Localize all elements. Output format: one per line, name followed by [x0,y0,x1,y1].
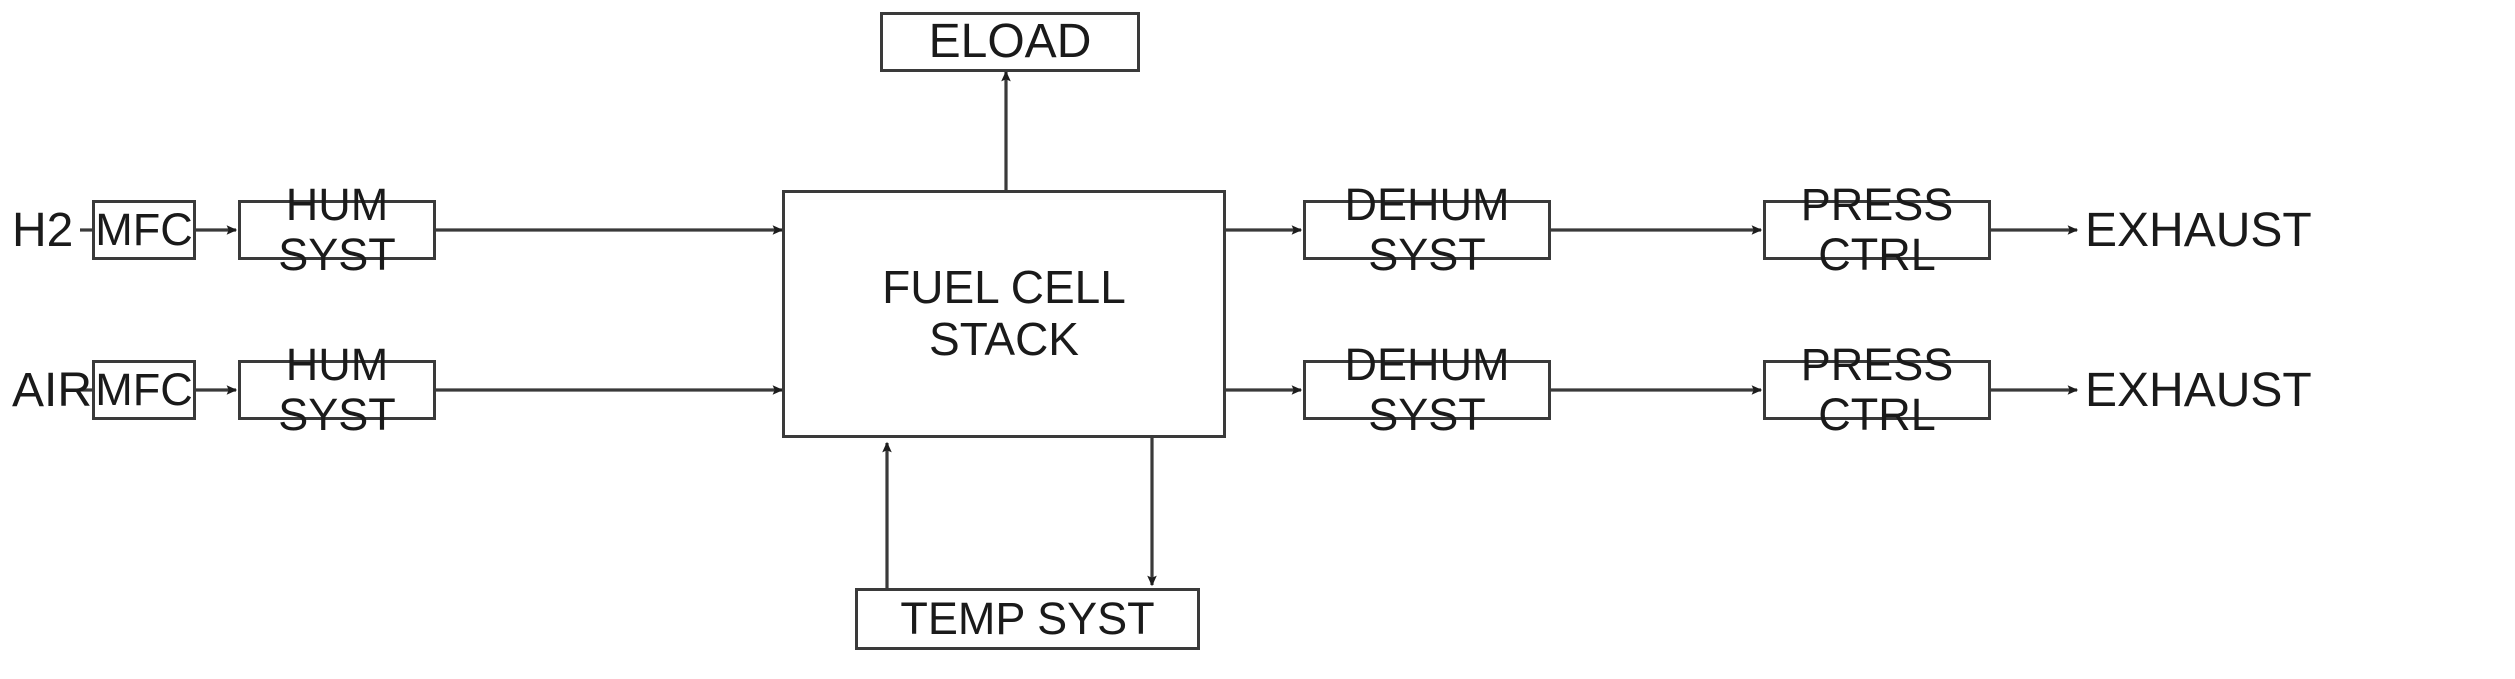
box-temp-syst[interactable]: TEMP SYST [855,588,1200,650]
box-dehum-syst-air[interactable]: DEHUM SYST [1303,339,1551,440]
box-press-ctrl-air[interactable]: PRESS CTRL [1763,339,1991,440]
box-hum-syst-h2[interactable]: HUM SYST [238,179,436,280]
box-hum-syst-air[interactable]: HUM SYST [238,339,436,440]
output-label-exhaust-air: EXHAUST [2085,363,2312,417]
input-label-air: AIR [12,363,93,417]
output-label-exhaust-h2: EXHAUST [2085,203,2312,257]
box-mfc-h2[interactable]: MFC [92,200,196,260]
box-fuel-cell-stack[interactable]: FUEL CELL STACK [782,190,1226,438]
box-press-ctrl-h2[interactable]: PRESS CTRL [1763,179,1991,280]
box-dehum-syst-h2[interactable]: DEHUM SYST [1303,179,1551,280]
box-mfc-air[interactable]: MFC [92,360,196,420]
input-label-h2: H2 [12,203,74,257]
box-eload[interactable]: ELOAD [880,12,1140,72]
